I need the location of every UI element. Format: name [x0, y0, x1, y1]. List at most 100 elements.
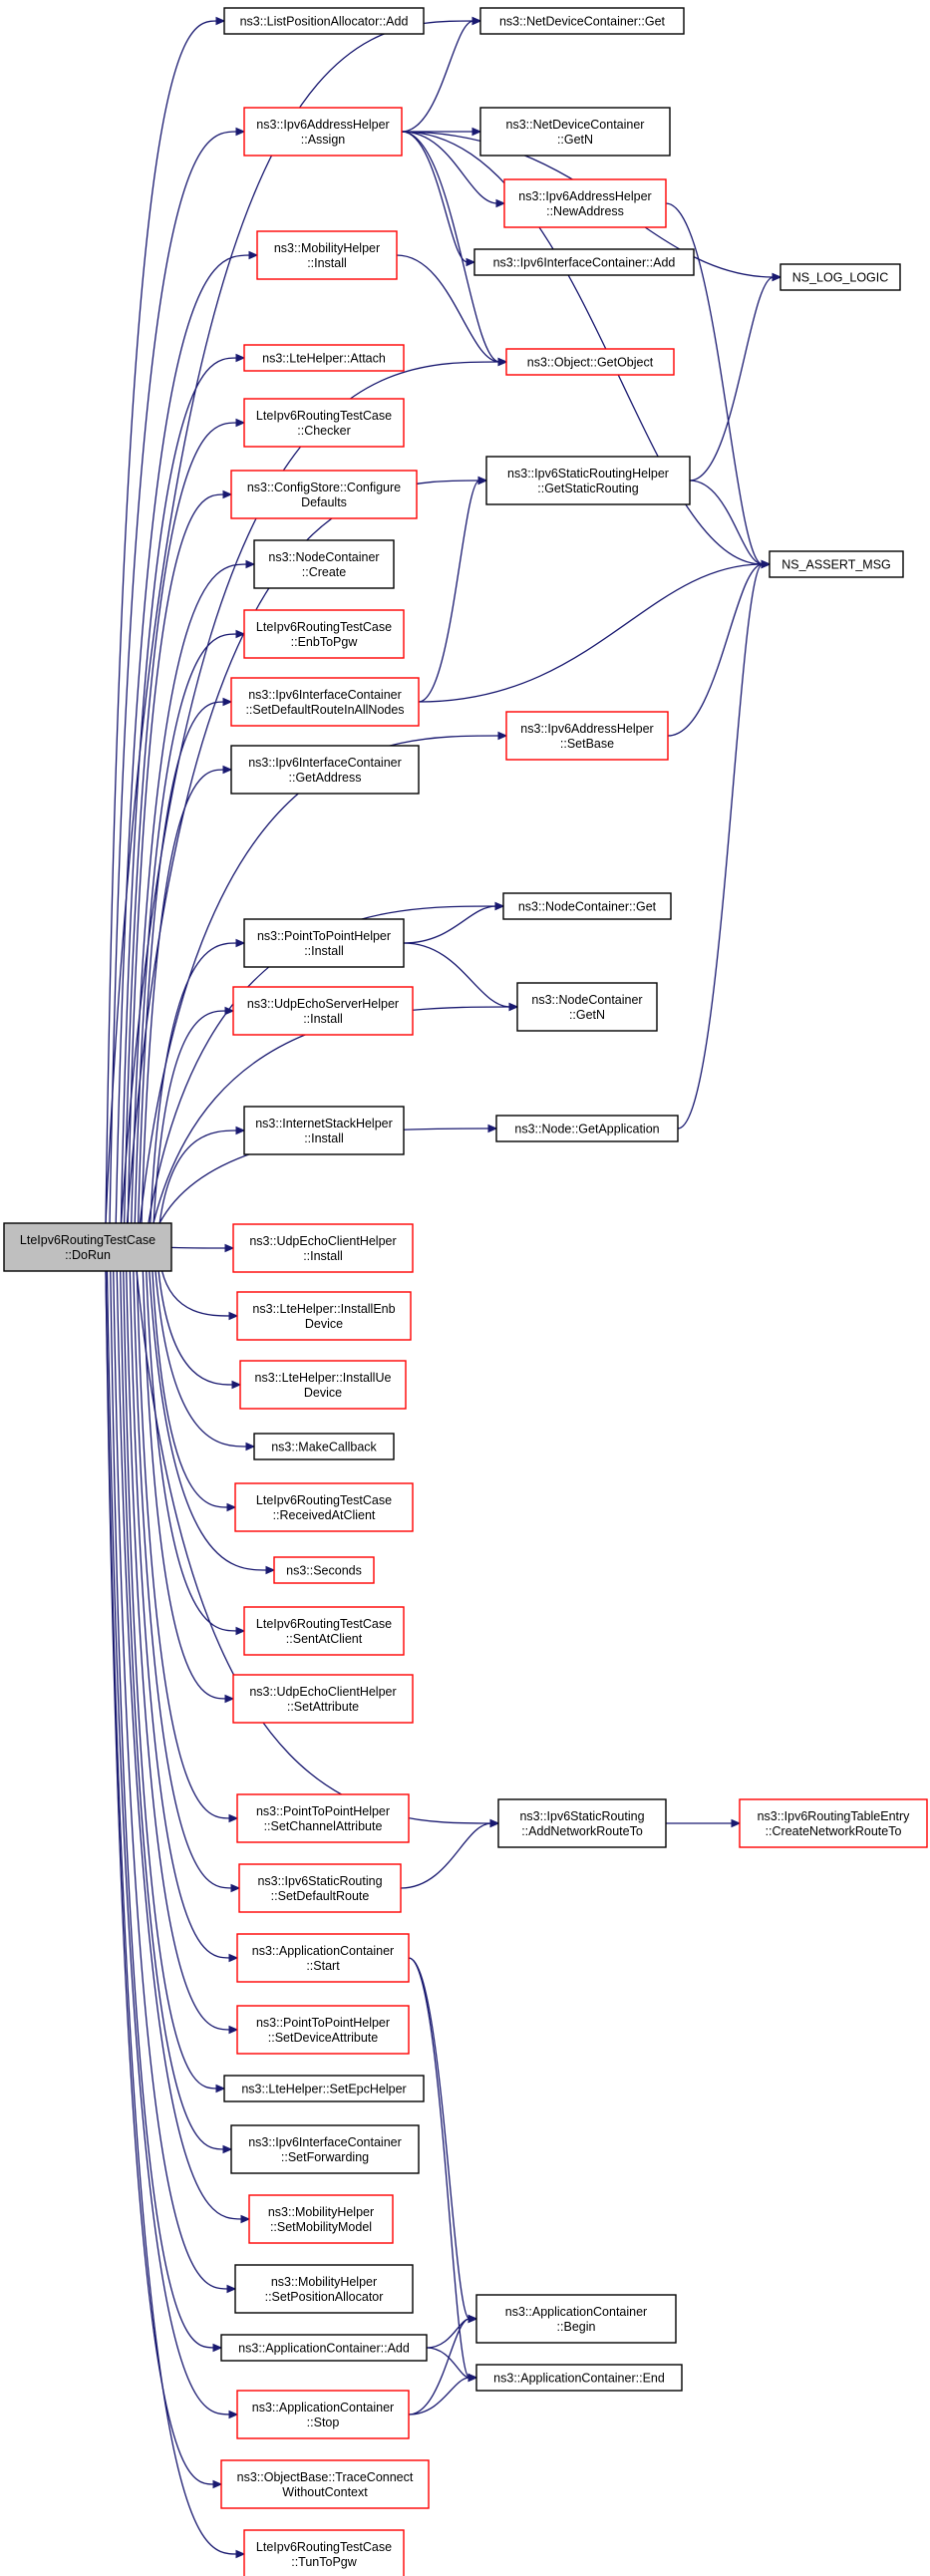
- edge-root-to-lte_setepc: [123, 1270, 218, 2090]
- node-v6ic_add[interactable]: ns3::Ipv6InterfaceContainer::Add: [473, 248, 695, 276]
- node-tracecon[interactable]: ns3::ObjectBase::TraceConnectWithoutCont…: [220, 2459, 430, 2509]
- node-udpclient_install[interactable]: ns3::UdpEchoClientHelper::Install: [232, 1223, 414, 1273]
- node-v6rte_create[interactable]: ns3::Ipv6RoutingTableEntry::CreateNetwor…: [739, 1798, 928, 1848]
- edge-root-to-seconds: [149, 1270, 268, 1571]
- arrowhead-v6sr_addnet-to-v6rte_create: [731, 1818, 742, 1828]
- node-box-v6ic_setdefault: [230, 677, 420, 727]
- node-ns_log_logic[interactable]: NS_LOG_LOGIC: [779, 263, 901, 291]
- node-box-receivedatclient: [234, 1482, 414, 1532]
- node-nc_get[interactable]: ns3::NodeContainer::Get: [502, 892, 672, 920]
- arrowhead-root-to-lte_setepc: [215, 2084, 226, 2093]
- node-v6ic_setfwd[interactable]: ns3::Ipv6InterfaceContainer::SetForwardi…: [230, 2124, 420, 2174]
- node-label-configstore-0: ns3::ConfigStore::Configure: [247, 481, 401, 494]
- node-label-ac_add-0: ns3::ApplicationContainer::Add: [238, 2342, 410, 2356]
- node-mob_install[interactable]: ns3::MobilityHelper::Install: [256, 230, 398, 280]
- node-v6ic_setdefault[interactable]: ns3::Ipv6InterfaceContainer::SetDefaultR…: [230, 677, 420, 727]
- arrowhead-root-to-tracecon: [212, 2479, 223, 2489]
- node-node_getapp[interactable]: ns3::Node::GetApplication: [495, 1115, 679, 1142]
- node-v6ic_getaddress[interactable]: ns3::Ipv6InterfaceContainer::GetAddress: [230, 745, 420, 795]
- node-mob_setmodel[interactable]: ns3::MobilityHelper::SetMobilityModel: [248, 2194, 394, 2244]
- node-checker[interactable]: LteIpv6RoutingTestCase::Checker: [243, 398, 405, 448]
- arrowhead-root-to-ac_add: [212, 2343, 223, 2353]
- node-v6sr_setdefault[interactable]: ns3::Ipv6StaticRouting::SetDefaultRoute: [238, 1863, 402, 1913]
- node-v6addr_newaddr[interactable]: ns3::Ipv6AddressHelper::NewAddress: [503, 178, 667, 228]
- node-udpserver_install[interactable]: ns3::UdpEchoServerHelper::Install: [232, 986, 414, 1036]
- node-box-nc_create: [253, 539, 395, 589]
- node-label-v6ic_setdefault-1: ::SetDefaultRouteInAllNodes: [245, 703, 404, 717]
- node-p2p_setdevice[interactable]: ns3::PointToPointHelper::SetDeviceAttrib…: [236, 2005, 410, 2055]
- node-v6addr_setbase[interactable]: ns3::Ipv6AddressHelper::SetBase: [505, 711, 669, 761]
- edge-root-to-configstore: [127, 493, 225, 1224]
- node-box-ndc_getn: [479, 107, 671, 157]
- node-receivedatclient[interactable]: LteIpv6RoutingTestCase::ReceivedAtClient: [234, 1482, 414, 1532]
- node-ac_add[interactable]: ns3::ApplicationContainer::Add: [220, 2334, 428, 2362]
- node-label-ac_begin-0: ns3::ApplicationContainer: [505, 2305, 647, 2319]
- edge-v6srh_get-to-ns_log_logic: [689, 276, 775, 482]
- node-box-ac_end: [475, 2364, 683, 2392]
- node-box-v6addr_assign: [243, 107, 403, 157]
- node-box-v6addr_newaddr: [503, 178, 667, 228]
- edge-root-to-v6addr_assign: [109, 131, 238, 1224]
- edge-root-to-v6addr_setbase: [139, 735, 500, 1224]
- node-ac_start[interactable]: ns3::ApplicationContainer::Start: [236, 1933, 410, 1983]
- edge-root-to-makecallback: [155, 1270, 248, 1448]
- node-inet_install[interactable]: ns3::InternetStackHelper::Install: [243, 1106, 405, 1155]
- edge-root-to-inet_install: [158, 1129, 238, 1224]
- node-p2p_install[interactable]: ns3::PointToPointHelper::Install: [243, 918, 405, 968]
- node-ac_begin[interactable]: ns3::ApplicationContainer::Begin: [475, 2294, 677, 2344]
- edge-root-to-ac_start: [129, 1270, 231, 1959]
- node-ac_end[interactable]: ns3::ApplicationContainer::End: [475, 2364, 683, 2392]
- node-obj_getobject[interactable]: ns3::Object::GetObject: [505, 348, 675, 376]
- node-tuntopgw[interactable]: LteIpv6RoutingTestCase::TunToPgw: [243, 2529, 405, 2576]
- node-ndc_get[interactable]: ns3::NetDeviceContainer::Get: [479, 7, 685, 35]
- node-nc_getn[interactable]: ns3::NodeContainer::GetN: [516, 982, 658, 1032]
- node-label-lte_setepc-0: ns3::LteHelper::SetEpcHelper: [241, 2083, 406, 2096]
- node-lpa_add[interactable]: ns3::ListPositionAllocator::Add: [223, 7, 425, 35]
- node-root[interactable]: LteIpv6RoutingTestCase::DoRun: [3, 1222, 172, 1272]
- node-v6srh_get[interactable]: ns3::Ipv6StaticRoutingHelper::GetStaticR…: [485, 456, 691, 505]
- node-seconds[interactable]: ns3::Seconds: [273, 1556, 375, 1584]
- node-box-configstore: [230, 470, 418, 519]
- node-v6sr_addnet[interactable]: ns3::Ipv6StaticRouting::AddNetworkRouteT…: [497, 1798, 667, 1848]
- node-box-nc_getn: [516, 982, 658, 1032]
- node-lte_attach[interactable]: ns3::LteHelper::Attach: [243, 344, 405, 372]
- arrowhead-v6addr_assign-to-ndc_getn: [471, 127, 482, 137]
- node-label-inet_install-1: ::Install: [304, 1131, 344, 1145]
- node-ns_assert_msg[interactable]: NS_ASSERT_MSG: [769, 550, 904, 578]
- node-label-v6addr_setbase-1: ::SetBase: [560, 737, 614, 751]
- node-label-ac_stop-1: ::Stop: [307, 2415, 340, 2429]
- node-label-mob_setmodel-0: ns3::MobilityHelper: [268, 2205, 374, 2219]
- node-label-v6rte_create-1: ::CreateNetworkRouteTo: [766, 1824, 902, 1838]
- node-label-v6addr_setbase-0: ns3::Ipv6AddressHelper: [520, 722, 653, 736]
- node-box-inet_install: [243, 1106, 405, 1155]
- arrowhead-root-to-p2p_install: [235, 938, 246, 948]
- node-sentatclient[interactable]: LteIpv6RoutingTestCase::SentAtClient: [243, 1606, 405, 1656]
- node-udpclient_setattr[interactable]: ns3::UdpEchoClientHelper::SetAttribute: [232, 1674, 414, 1724]
- node-label-enbtopgw-0: LteIpv6RoutingTestCase: [256, 620, 392, 634]
- node-mob_setposalloc[interactable]: ns3::MobilityHelper::SetPositionAllocato…: [234, 2264, 414, 2314]
- node-nc_create[interactable]: ns3::NodeContainer::Create: [253, 539, 395, 589]
- arrowhead-root-to-nc_create: [245, 559, 256, 569]
- node-lte_setepc[interactable]: ns3::LteHelper::SetEpcHelper: [223, 2075, 425, 2102]
- node-box-v6ic_add: [473, 248, 695, 276]
- node-ac_stop[interactable]: ns3::ApplicationContainer::Stop: [236, 2390, 410, 2439]
- arrowhead-root-to-seconds: [265, 1565, 276, 1575]
- arrowhead-root-to-v6addr_assign: [235, 127, 246, 137]
- node-box-lpa_add: [223, 7, 425, 35]
- node-box-ac_start: [236, 1933, 410, 1983]
- node-enbtopgw[interactable]: LteIpv6RoutingTestCase::EnbToPgw: [243, 609, 405, 659]
- node-label-ndc_get-0: ns3::NetDeviceContainer::Get: [499, 15, 666, 29]
- node-box-sentatclient: [243, 1606, 405, 1656]
- edge-root-to-p2p_setdevice: [126, 1270, 231, 2031]
- arrowhead-ac_stop-to-ac_begin: [467, 2314, 478, 2324]
- node-ndc_getn[interactable]: ns3::NetDeviceContainer::GetN: [479, 107, 671, 157]
- node-p2p_setchannel[interactable]: ns3::PointToPointHelper::SetChannelAttri…: [236, 1793, 410, 1843]
- node-v6addr_assign[interactable]: ns3::Ipv6AddressHelper::Assign: [243, 107, 403, 157]
- node-makecallback[interactable]: ns3::MakeCallback: [253, 1433, 395, 1460]
- node-label-v6sr_setdefault-0: ns3::Ipv6StaticRouting: [257, 1874, 382, 1888]
- node-label-v6addr_assign-1: ::Assign: [301, 133, 346, 147]
- edge-root-to-v6sr_addnet: [136, 1270, 492, 1824]
